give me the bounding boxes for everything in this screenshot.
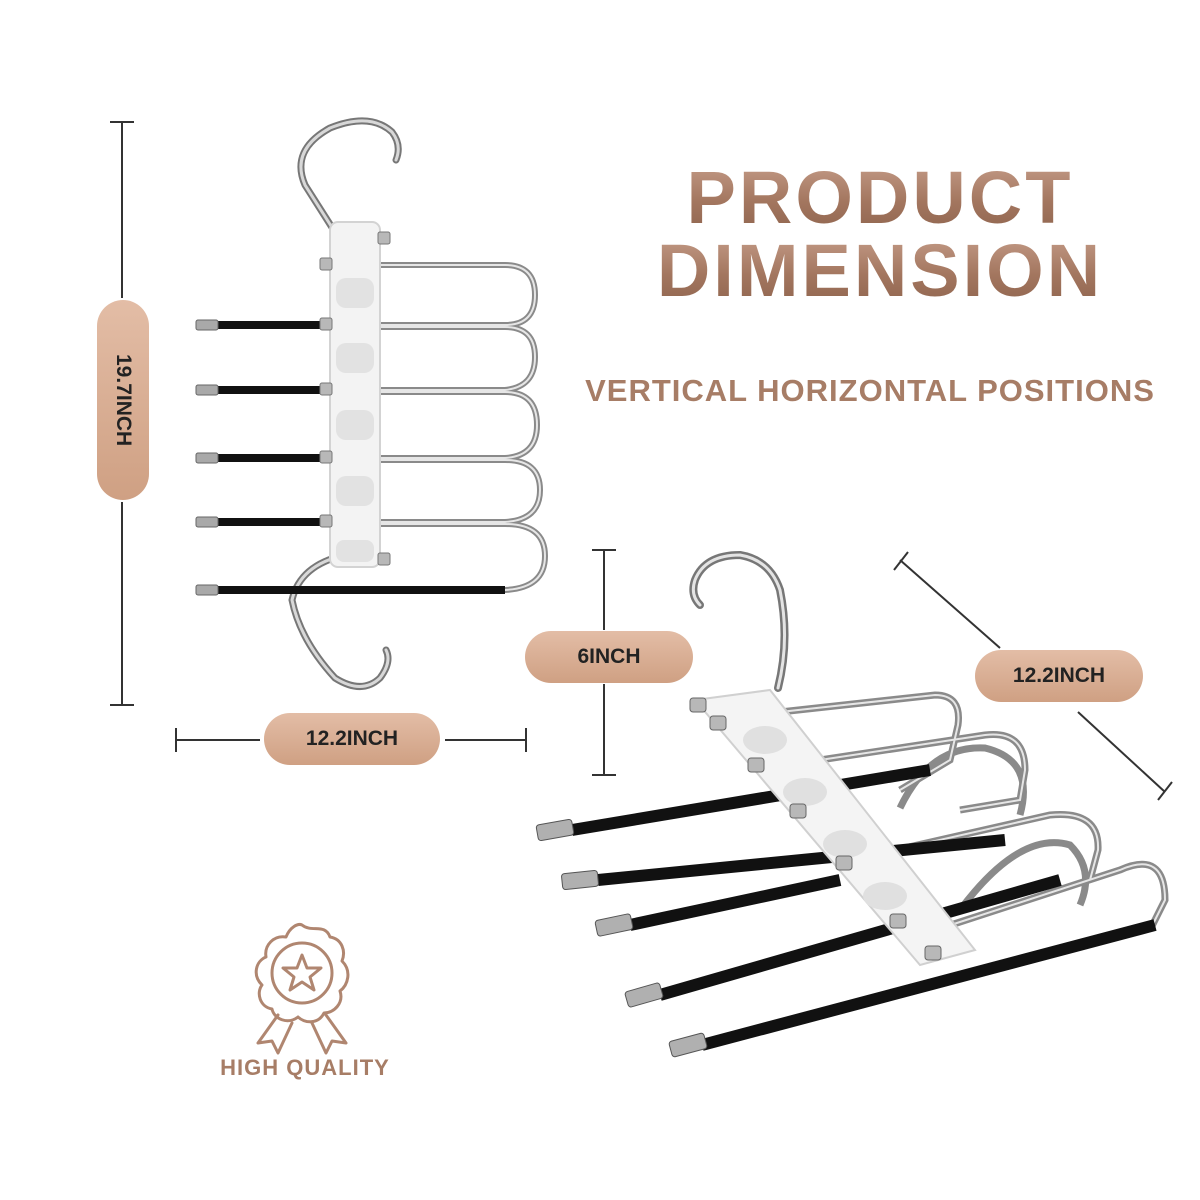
clip-strip <box>329 221 381 568</box>
title-line-1: PRODUCT <box>640 155 1120 240</box>
depth-measure-line <box>592 549 616 776</box>
medal-star-icon <box>254 923 350 1055</box>
quality-label: HIGH QUALITY <box>220 1055 390 1080</box>
height-measure-line <box>110 121 134 706</box>
depth-label-pill: 6INCH <box>525 631 693 683</box>
clip-strip-horizontal <box>693 688 977 967</box>
length-measure-line <box>893 551 1173 801</box>
height-label-pill: 19.7INCH <box>97 300 149 500</box>
subtitle: VERTICAL HORIZONTAL POSITIONS <box>585 373 1155 408</box>
horizontal-hanger-illustration <box>535 549 1173 1058</box>
length-label: 12.2INCH <box>1012 664 1106 687</box>
depth-label: 6INCH <box>577 645 641 668</box>
width-measure-line-svg <box>175 728 527 752</box>
width-label: 12.2INCH <box>305 727 399 750</box>
height-label: 19.7INCH <box>112 353 135 447</box>
title-line-2: DIMENSION <box>640 228 1120 313</box>
length-label-pill: 12.2INCH <box>975 650 1143 702</box>
vertical-hanger-illustration <box>110 117 549 706</box>
width-label-pill: 12.2INCH <box>264 713 440 765</box>
